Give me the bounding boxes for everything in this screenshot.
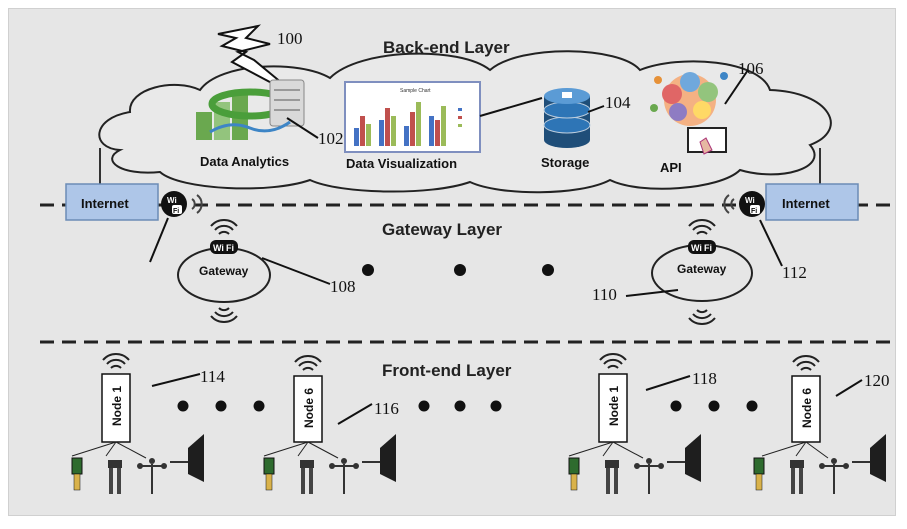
- mini-chart-bar: [391, 116, 396, 146]
- gateway-label-left: Gateway: [199, 264, 249, 278]
- gateway-right: Wi Fi Gateway: [651, 218, 753, 326]
- wifi-badge-right: Wi Fi: [723, 191, 765, 217]
- ref-114: 114: [200, 367, 225, 386]
- mini-chart-bar: [366, 124, 371, 146]
- ref-118: 118: [692, 369, 717, 388]
- nodes-ellipsis-dot: [490, 400, 502, 412]
- mini-chart-bar: [379, 120, 384, 146]
- nodes-ellipsis-dot: [746, 400, 758, 412]
- svg-text:Fi: Fi: [173, 208, 179, 215]
- gateway-ellipsis-dot: [362, 264, 374, 276]
- sensor-node-left-1: Node 1: [71, 352, 205, 495]
- mini-chart-bar: [354, 128, 359, 146]
- storage-database-icon: [543, 88, 591, 148]
- svg-text:Fi: Fi: [751, 208, 757, 215]
- internet-label-right: Internet: [782, 196, 830, 211]
- ref-112: 112: [782, 263, 807, 282]
- sensor-node-right-6: Node 6: [753, 354, 887, 495]
- svg-text:Wi: Wi: [745, 196, 755, 205]
- lightning-icon: [217, 24, 301, 99]
- mini-chart-bar: [385, 108, 390, 146]
- frontend-layer-title: Front-end Layer: [382, 361, 512, 380]
- internet-label-left: Internet: [81, 196, 129, 211]
- node-label: Node 1: [607, 386, 621, 426]
- node-label: Node 6: [800, 388, 814, 428]
- internet-box-right: Internet: [765, 183, 859, 221]
- gateway-left: Wi Fi Gateway: [177, 218, 271, 324]
- nodes-ellipsis-dot: [454, 400, 466, 412]
- svg-text:Wi: Wi: [167, 196, 177, 205]
- node-label: Node 1: [110, 386, 124, 426]
- ref-108: 108: [330, 277, 356, 296]
- mini-chart-bar: [441, 106, 446, 146]
- nodes-ellipsis-dot: [253, 400, 265, 412]
- mini-chart-bar: [429, 116, 434, 146]
- ref-102: 102: [318, 129, 344, 148]
- sensor-node-left-6: Node 6: [263, 354, 397, 495]
- nodes-ellipsis-dot: [670, 400, 682, 412]
- wifi-badge-left: Wi Fi: [161, 191, 203, 217]
- data-analytics-label: Data Analytics: [200, 154, 289, 169]
- nodes-ellipsis-dot: [177, 400, 189, 412]
- ref-106: 106: [738, 59, 764, 78]
- mini-chart-bar: [435, 120, 440, 146]
- svg-text:Wi: Wi: [691, 243, 702, 253]
- gateway-label-right: Gateway: [677, 262, 727, 276]
- api-label: API: [660, 160, 682, 175]
- data-visualization-chart-icon: Sample Chart: [344, 81, 481, 153]
- ref-100: 100: [277, 29, 303, 48]
- svg-text:Wi: Wi: [213, 243, 224, 253]
- mini-chart-bar: [410, 112, 415, 146]
- mini-chart-bar: [404, 126, 409, 146]
- data-visualization-label: Data Visualization: [346, 156, 457, 171]
- api-brain-icon: [650, 72, 728, 155]
- chart-title: Sample Chart: [400, 88, 431, 94]
- mini-chart-bar: [416, 102, 421, 146]
- ref-110: 110: [592, 285, 617, 304]
- sensor-node-right-1: Node 1: [568, 352, 702, 495]
- node-label: Node 6: [302, 388, 316, 428]
- internet-box-left: Internet: [65, 183, 159, 221]
- ref-120: 120: [864, 371, 890, 390]
- svg-text:Fi: Fi: [704, 243, 712, 253]
- nodes-ellipsis-dot: [708, 400, 720, 412]
- nodes-ellipsis-dot: [215, 400, 227, 412]
- ref-116: 116: [374, 399, 399, 418]
- gateway-ellipsis-dot: [454, 264, 466, 276]
- storage-label: Storage: [541, 155, 589, 170]
- ref-104: 104: [605, 93, 631, 112]
- gateway-ellipsis-dot: [542, 264, 554, 276]
- mini-chart-bar: [360, 116, 365, 146]
- nodes-ellipsis-dot: [418, 400, 430, 412]
- gateway-layer-title: Gateway Layer: [382, 220, 502, 239]
- backend-layer-title: Back-end Layer: [383, 38, 510, 57]
- svg-text:Fi: Fi: [226, 243, 234, 253]
- data-analytics-icon: [196, 79, 305, 140]
